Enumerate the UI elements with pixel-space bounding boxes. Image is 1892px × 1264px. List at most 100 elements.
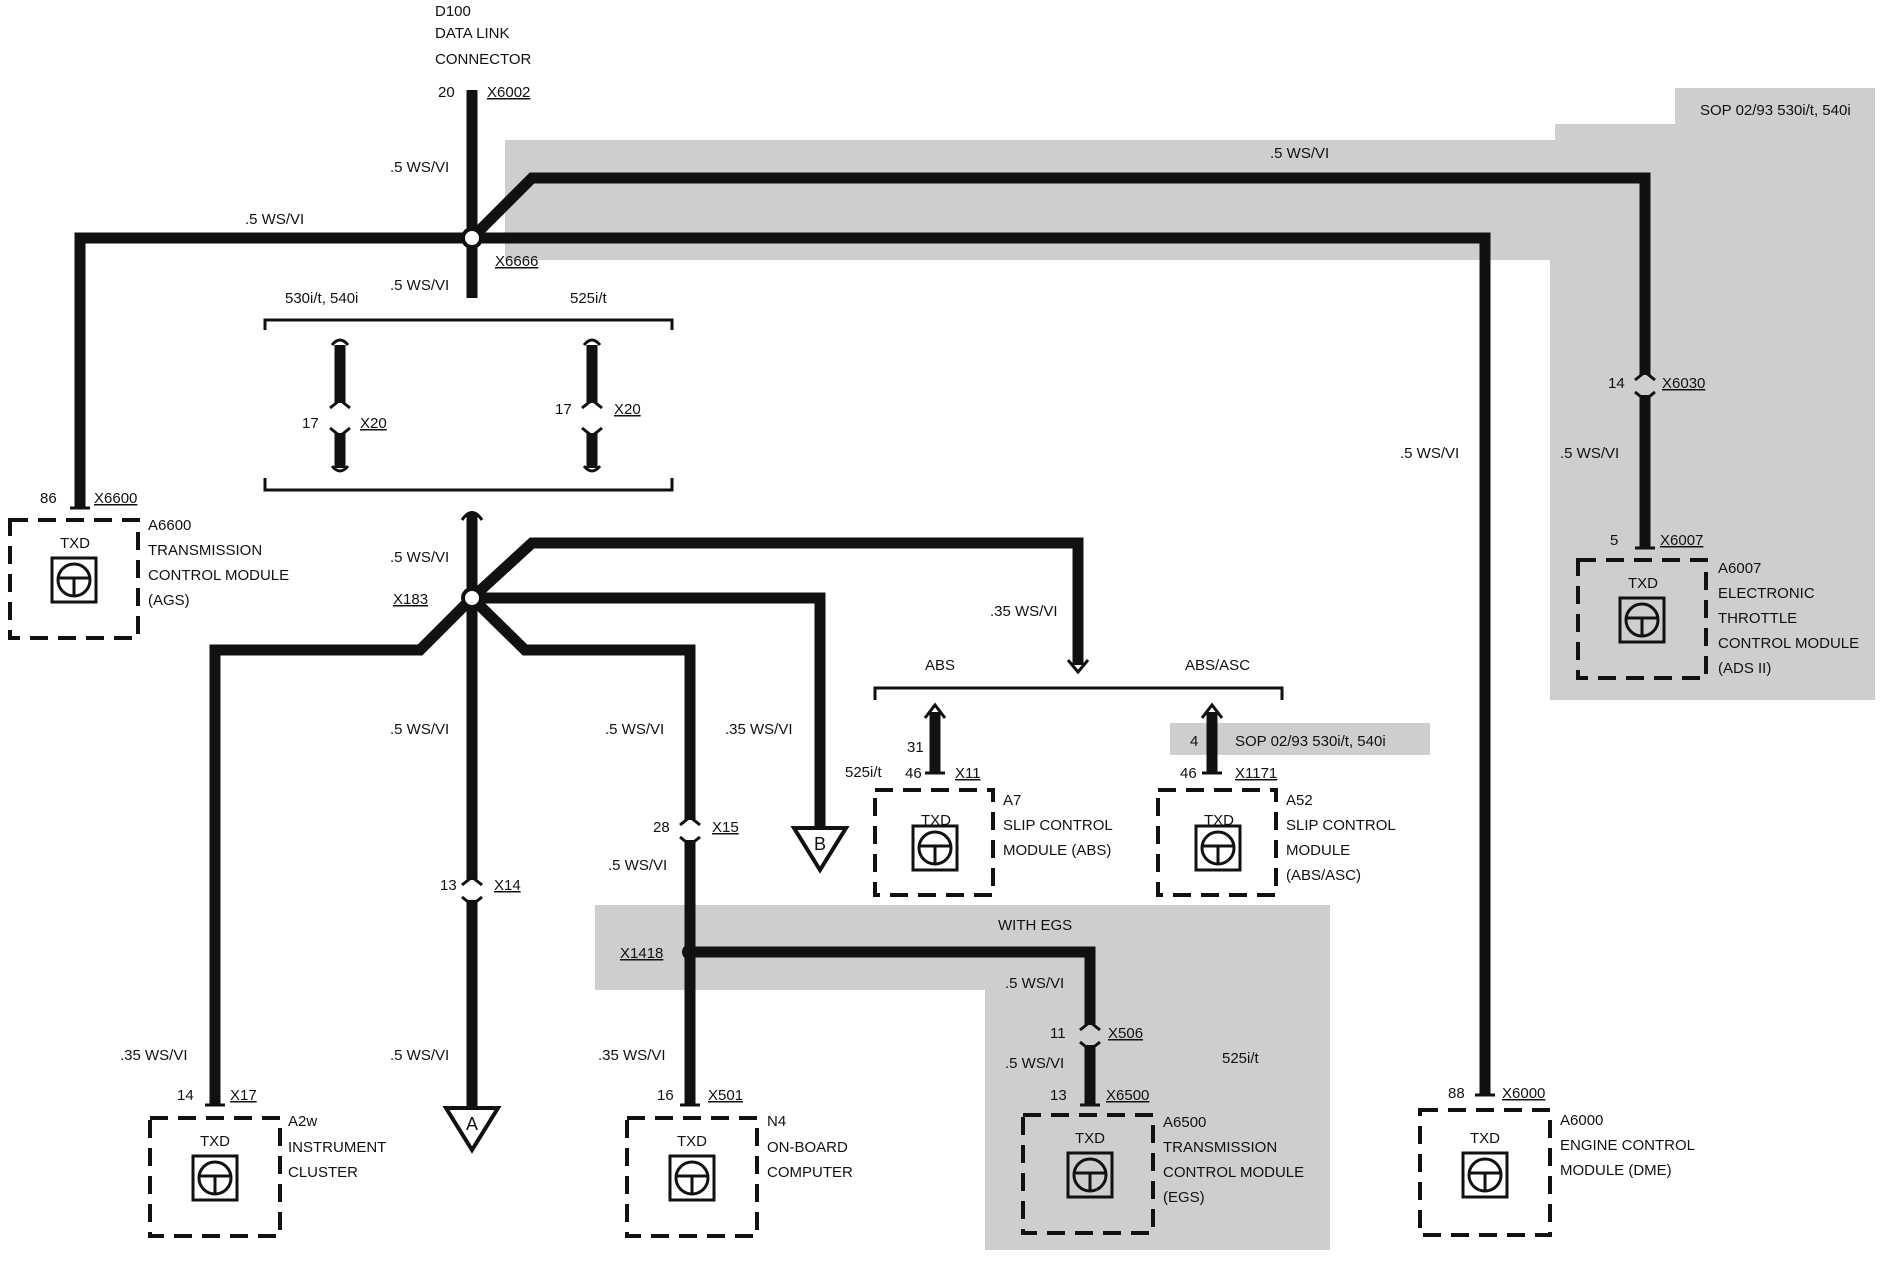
splices (461, 227, 698, 960)
module-pin: 13 (1050, 1087, 1067, 1104)
module-conn: X11 (955, 765, 981, 782)
wire-label: .5 WS/VI (390, 1047, 449, 1064)
module-boxes (8, 518, 1708, 1238)
splice-x6666: X6666 (495, 253, 538, 270)
module-a7: 46 X11 TXD A7 SLIP CONTROL MODULE (ABS) (905, 765, 1113, 859)
module-id: A6600 (148, 517, 191, 534)
wire-label: .5 WS/VI (245, 211, 304, 228)
module-pin: 14 (177, 1087, 194, 1104)
module-pin: 46 (1180, 765, 1197, 782)
module-line: SLIP CONTROL (1286, 817, 1396, 834)
steering-wheel-icon (1461, 1151, 1509, 1199)
x6030: X6030 (1662, 375, 1705, 392)
wire-label: .35 WS/VI (725, 721, 793, 738)
variant-525: 525i/t (570, 290, 608, 307)
txd-label: TXD (921, 812, 951, 829)
offpage-b-label: B (814, 834, 826, 854)
txd-label: TXD (1204, 812, 1234, 829)
module-conn: X6500 (1106, 1087, 1149, 1104)
wire-label: .5 WS/VI (1270, 145, 1329, 162)
module-n4: 16 X501 TXD N4 ON-BOARD COMPUTER (657, 1087, 853, 1181)
wire-label: .35 WS/VI (990, 603, 1058, 620)
wire-label: .5 WS/VI (1400, 445, 1459, 462)
module-a6500: 13 X6500 TXD A6500 TRANSMISSION CONTROL … (1050, 1087, 1304, 1206)
module-line: MODULE (ABS) (1003, 842, 1111, 859)
module-line: CONTROL MODULE (148, 567, 289, 584)
x506: X506 (1108, 1025, 1143, 1042)
wire-label: .5 WS/VI (390, 277, 449, 294)
steering-wheel-icon (50, 556, 98, 604)
sop-mid-note: SOP 02/93 530i/t, 540i (1235, 733, 1386, 750)
module-line: TRANSMISSION (1163, 1139, 1277, 1156)
with-egs-note: WITH EGS (998, 917, 1072, 934)
connector-labels: 17 X20 17 X20 13 X14 28 X15 14 X6030 11 … (302, 375, 1705, 1042)
wire-label: .35 WS/VI (598, 1047, 666, 1064)
module-id: N4 (767, 1113, 786, 1130)
variant-abs: ABS (925, 657, 955, 674)
module-id: A2w (288, 1113, 317, 1130)
x20-left-pin: 17 (302, 415, 319, 432)
wires (74, 90, 1651, 1110)
d100-labels: D100 DATA LINK CONNECTOR 20 X6002 (435, 3, 532, 101)
module-line: (AGS) (148, 592, 190, 609)
module-line: SLIP CONTROL (1003, 817, 1113, 834)
steering-wheel-icon (1194, 824, 1242, 872)
module-conn: X1171 (1235, 765, 1277, 782)
wire-label: .5 WS/VI (1005, 975, 1064, 992)
module-a6000: 88 X6000 TXD A6000 ENGINE CONTROL MODULE… (1448, 1085, 1695, 1179)
steering-wheel-icon (911, 824, 959, 872)
variant-brackets (263, 318, 1284, 700)
steering-wheel-icon (191, 1154, 239, 1202)
variant-525-left: 525i/t (845, 764, 883, 781)
module-pin: 88 (1448, 1085, 1465, 1102)
txd-label: TXD (1470, 1130, 1500, 1147)
module-id: A6007 (1718, 560, 1761, 577)
module-pin: 46 (905, 765, 922, 782)
steering-wheel-icons (50, 556, 1666, 1202)
module-line: ON-BOARD (767, 1139, 848, 1156)
steering-wheel-icon (1618, 596, 1666, 644)
module-line: ENGINE CONTROL (1560, 1137, 1695, 1154)
module-line: (EGS) (1163, 1189, 1205, 1206)
module-a6007: 5 X6007 TXD A6007 ELECTRONIC THROTTLE CO… (1610, 532, 1859, 677)
x6030-pin: 14 (1608, 375, 1625, 392)
module-conn: X501 (708, 1087, 743, 1104)
module-line: COMPUTER (767, 1164, 853, 1181)
wire-labels: .5 WS/VI .5 WS/VI .5 WS/VI .5 WS/VI .5 W… (120, 145, 1619, 1072)
wire-label: .35 WS/VI (120, 1047, 188, 1064)
offpage-a-label: A (466, 1114, 478, 1134)
wire-label: .5 WS/VI (1005, 1055, 1064, 1072)
module-line: MODULE (DME) (1560, 1162, 1672, 1179)
wire-label: .5 WS/VI (390, 721, 449, 738)
wire-label: .5 WS/VI (605, 721, 664, 738)
module-pin: 16 (657, 1087, 674, 1104)
splice-x183: X183 (393, 591, 428, 608)
variant-525-egs: 525i/t (1222, 1050, 1260, 1067)
module-conn: X6600 (94, 490, 137, 507)
module-pin: 86 (40, 490, 57, 507)
steering-wheel-icon (668, 1154, 716, 1202)
variant-labels: 530i/t, 540i 525i/t ABS ABS/ASC 525i/t 5… (285, 290, 1260, 1067)
asc-pin4: 4 (1190, 733, 1198, 750)
d100-line2: CONNECTOR (435, 51, 532, 68)
module-line: (ABS/ASC) (1286, 867, 1361, 884)
txd-label: TXD (1628, 575, 1658, 592)
module-line: CONTROL MODULE (1718, 635, 1859, 652)
wire-label: .5 WS/VI (390, 159, 449, 176)
x20-left: X20 (360, 415, 387, 432)
shaded-note-labels: SOP 02/93 530i/t, 540i SOP 02/93 530i/t,… (998, 102, 1851, 934)
module-line: INSTRUMENT (288, 1139, 386, 1156)
module-conn: X17 (230, 1087, 257, 1104)
module-id: A7 (1003, 792, 1021, 809)
d100-id: D100 (435, 3, 471, 20)
variant-530: 530i/t, 540i (285, 290, 358, 307)
x14: X14 (494, 877, 521, 894)
module-line: TRANSMISSION (148, 542, 262, 559)
d100-conn: X6002 (487, 84, 530, 101)
x15: X15 (712, 819, 739, 836)
wire-label: .5 WS/VI (390, 549, 449, 566)
module-conn: X6000 (1502, 1085, 1545, 1102)
x15-pin: 28 (653, 819, 670, 836)
x20-right-pin: 17 (555, 401, 572, 418)
